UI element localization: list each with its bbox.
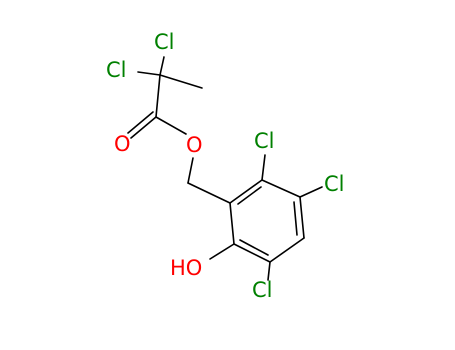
bond-ring-3-inner <box>293 201 298 236</box>
bond-ch2-ring <box>187 182 231 204</box>
bond-c2-c1 <box>155 74 161 118</box>
atom-labels: Cl Cl O O Cl Cl HO Cl <box>106 30 345 302</box>
bond-ring-1-inner <box>237 186 262 205</box>
atom-oh: HO <box>170 256 202 280</box>
bond-c1-o-double-b <box>127 111 154 134</box>
bond-lines <box>127 56 323 281</box>
bond-o-ch2 <box>187 157 194 184</box>
bond-ring-4 <box>269 237 305 263</box>
atom-cl-top: Cl <box>154 30 175 54</box>
bond-ring-1 <box>229 179 263 204</box>
bond-ring-5-inner <box>239 239 269 256</box>
atom-cl-ring-top: Cl <box>254 129 275 153</box>
atom-cl-left: Cl <box>106 58 127 82</box>
bond-c2-cl-left <box>137 71 161 76</box>
bond-ring-2 <box>261 179 301 198</box>
atom-o-ester: O <box>186 133 203 157</box>
atom-cl-ring-bottom: Cl <box>252 278 273 302</box>
bond-ring-oh <box>209 243 235 260</box>
bond-ring-5 <box>233 243 271 263</box>
bond-ring-6 <box>229 202 235 245</box>
bond-c2-cl-top <box>159 56 165 76</box>
bond-ring-3 <box>299 196 305 239</box>
bond-c1-o-ester <box>155 116 187 135</box>
bond-ring-cl-right <box>299 186 323 198</box>
bond-ring-cl-top <box>261 154 266 181</box>
atom-cl-ring-right: Cl <box>324 172 345 196</box>
bond-c2-methyl <box>159 74 203 89</box>
bond-ring-cl-bottom <box>267 261 271 281</box>
bond-c1-o-double-a <box>130 116 157 139</box>
atom-o-carbonyl: O <box>114 132 131 156</box>
